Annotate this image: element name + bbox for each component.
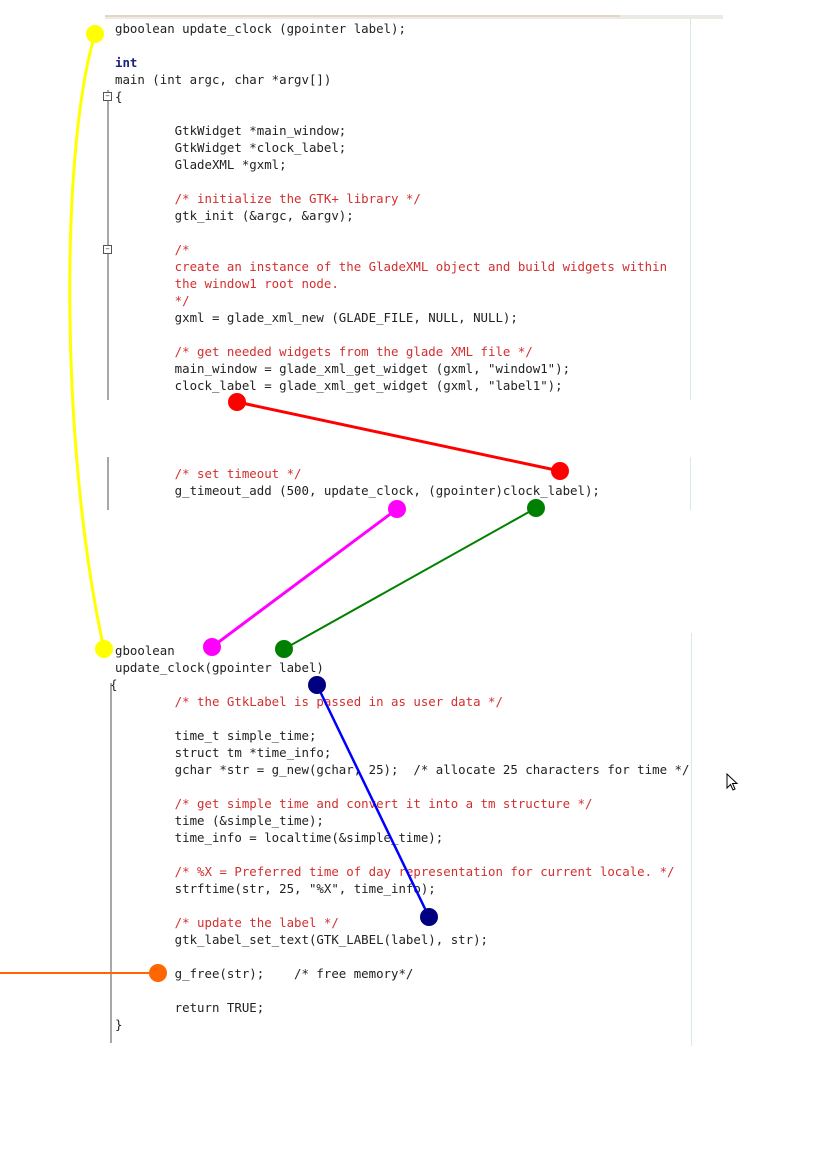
code-line: update_clock(gpointer label) [115,660,324,675]
editor-top-accent [105,15,620,17]
green-dot [527,499,545,517]
right-margin-line-1 [690,18,691,400]
red-connector [236,400,561,473]
code-line: gboolean [115,643,175,658]
mouse-pointer-icon [726,773,739,791]
code-comment: /* %X = Preferred time of day representa… [115,864,675,879]
fold-gutter-line-2 [107,457,109,510]
yellow-connector [68,33,106,650]
code-snippet-main: gboolean update_clock (gpointer label); … [115,20,715,400]
code-line: { [110,677,118,692]
red-dot [551,462,569,480]
code-line: struct tm *time_info; [115,745,332,760]
code-line: gtk_label_set_text(GTK_LABEL(label), str… [115,932,488,947]
navy-dot [420,908,438,926]
code-comment: /* the GtkLabel is passed in as user dat… [115,694,503,709]
code-line: time_t simple_time; [115,728,317,743]
code-comment: */ [115,293,190,308]
orange-dot [149,964,167,982]
code-line: GtkWidget *main_window; [115,123,347,138]
magenta-connector [211,507,398,649]
code-line: return TRUE; [115,1000,265,1015]
code-line: clock_label = glade_xml_get_widget (gxml… [115,378,563,393]
magenta-dot [203,638,221,656]
red-dot [228,393,246,411]
code-line: g_free(str); /* free memory*/ [115,966,414,981]
code-line: } [115,1017,123,1032]
fold-gutter-line-3 [110,683,112,1043]
code-line: time (&simple_time); [115,813,324,828]
fold-toggle-comment-icon[interactable]: − [103,245,112,254]
editor-top-border [105,15,723,19]
code-snippet-timeout: /* set timeout */ g_timeout_add (500, up… [115,465,715,505]
code-comment: /* initialize the GTK+ library */ [115,191,421,206]
code-comment: create an instance of the GladeXML objec… [115,259,668,274]
code-line: strftime(str, 25, "%X", time_info); [115,881,436,896]
code-comment: the window1 root node. [115,276,339,291]
right-margin-line-3 [691,633,692,1046]
navy-dot [308,676,326,694]
code-line: time_info = localtime(&simple_time); [115,830,444,845]
code-line: gboolean update_clock (gpointer label); [115,21,406,36]
magenta-dot [388,500,406,518]
code-line: main (int argc, char *argv[]) [115,72,332,87]
code-line: GladeXML *gxml; [115,157,287,172]
code-comment: /* get needed widgets from the glade XML… [115,344,533,359]
green-dot [275,640,293,658]
code-line: gchar *str = g_new(gchar, 25); /* alloca… [115,762,690,777]
code-line: int [115,55,138,70]
code-comment: /* get simple time and convert it into a… [115,796,593,811]
fold-toggle-main-icon[interactable]: − [103,92,112,101]
right-margin-line-2 [690,457,691,510]
code-line: gxml = glade_xml_new (GLADE_FILE, NULL, … [115,310,518,325]
yellow-dot [95,640,113,658]
navy-connector [315,684,431,918]
green-connector [283,507,537,650]
code-comment: /* [115,242,190,257]
code-line: gtk_init (&argc, &argv); [115,208,354,223]
code-comment: /* update the label */ [115,915,339,930]
yellow-dot [86,25,104,43]
code-snippet-update-clock: gboolean update_clock(gpointer label) { … [110,642,735,1042]
code-line: main_window = glade_xml_get_widget (gxml… [115,361,571,376]
code-line: GtkWidget *clock_label; [115,140,347,155]
code-line: { [115,89,123,104]
code-line: g_timeout_add (500, update_clock, (gpoin… [115,483,600,498]
code-comment: /* set timeout */ [115,466,302,481]
